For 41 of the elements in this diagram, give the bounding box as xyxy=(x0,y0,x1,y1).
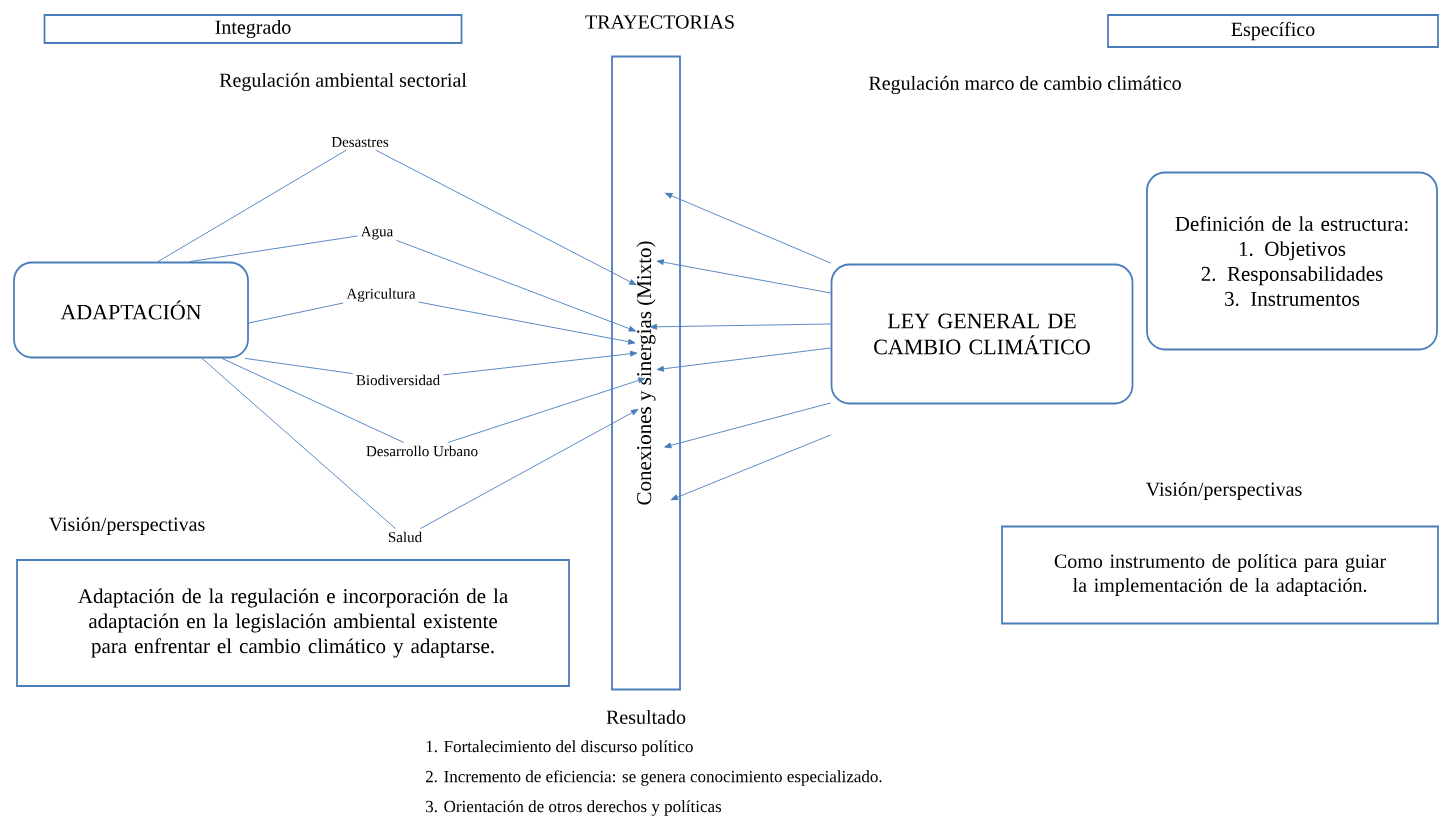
title: TRAYECTORIAS xyxy=(585,15,734,29)
sector-text: Desarrollo Urbano xyxy=(366,445,478,457)
arrow xyxy=(442,350,638,376)
caption-text: Regulación ambiental sectorial xyxy=(219,72,467,92)
arrow xyxy=(420,409,639,529)
vertical-box: Conexiones y sinergias (Mixto) xyxy=(611,55,681,691)
connector-line xyxy=(221,357,405,443)
connector-line xyxy=(189,235,358,263)
arrow xyxy=(649,323,832,330)
arrow xyxy=(375,149,637,286)
connector-line xyxy=(244,357,354,375)
caption-text: Resultado xyxy=(606,709,686,724)
list-item: 2. Incremento de eficiencia: se genera conocimiento especializado. xyxy=(425,770,882,786)
sector-text: Salud xyxy=(388,531,422,543)
arrow xyxy=(670,434,832,501)
caption-text: Visión/perspectivas xyxy=(1145,481,1302,501)
text-box: Adaptación de la regulación e incorporación de la adaptación en la legislación ambiental existente para enfrentar el cambio climático y adaptarse. xyxy=(16,559,570,687)
arrow xyxy=(656,259,832,294)
connector-line xyxy=(201,357,396,529)
heading-box: Específico xyxy=(1107,14,1439,48)
arrow xyxy=(418,301,636,345)
sector-text: Agricultura xyxy=(346,288,416,302)
caption-text: Regulación marco de cambio climático xyxy=(869,75,1181,95)
sector-text: Agua xyxy=(360,226,394,240)
concept-box: ADAPTACIÓN xyxy=(13,261,249,359)
arrow xyxy=(665,192,832,264)
arrow xyxy=(447,377,646,443)
arrow xyxy=(656,347,832,372)
sector-text: Biodiversidad xyxy=(356,374,440,386)
connector-line xyxy=(157,149,347,263)
list-box: Definición de la estructura: 1. Objetivos 2. Responsabilidades 3. Instrumentos xyxy=(1146,171,1438,351)
concept-box: LEY GENERAL DE CAMBIO CLIMÁTICO xyxy=(830,263,1134,405)
arrow xyxy=(396,239,636,332)
text-box: Como instrumento de política para guiar la implementación de la adaptación. xyxy=(1001,525,1439,625)
list-item: 1. Fortalecimiento del discurso político xyxy=(426,740,693,756)
sector-text: Desastres xyxy=(331,137,389,147)
heading-box: Integrado xyxy=(43,14,463,44)
list-item: 3. Orientación de otros derechos y políticas xyxy=(426,800,722,816)
connector-line xyxy=(248,302,344,324)
arrow xyxy=(664,402,832,449)
caption-text: Visión/perspectivas xyxy=(48,516,205,536)
